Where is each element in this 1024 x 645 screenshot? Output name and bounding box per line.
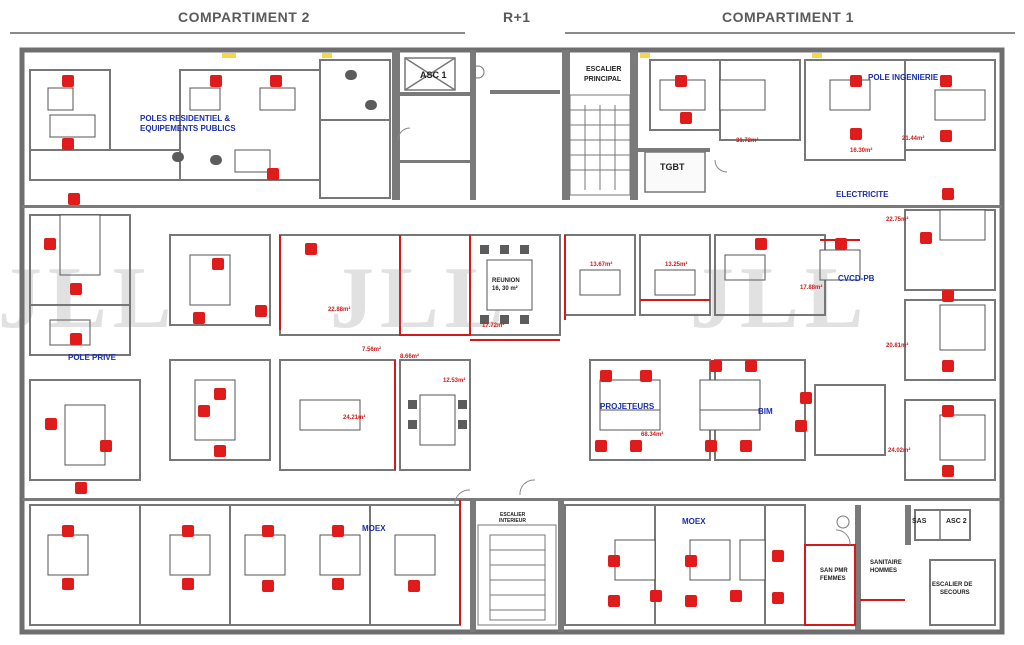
area-label: 21.44m²	[902, 136, 925, 142]
room-sanitaire-1: SANITAIRE	[870, 560, 902, 566]
floor-title: R+1	[503, 9, 531, 25]
zone-pole-prive: POLE PRIVE	[68, 353, 117, 362]
area-label: 17.72m²	[482, 323, 505, 329]
watermark-center: JLL	[330, 250, 510, 347]
red-chairs	[44, 75, 954, 607]
zone-equipements-publics: EQUIPEMENTS PUBLICS	[140, 124, 236, 133]
zone-projeteurs: PROJETEURS	[600, 402, 655, 411]
zone-pole-ingenierie: POLE INGENIERIE	[868, 73, 939, 82]
elevator-asc1	[404, 57, 456, 91]
room-sanitaire-2: HOMMES	[870, 568, 897, 574]
area-label: 7.56m²	[362, 347, 382, 353]
zone-moex-right: MOEX	[682, 517, 706, 526]
compartment-1-title: COMPARTIMENT 1	[722, 9, 854, 25]
area-label: 20.81m²	[886, 343, 909, 349]
header-rule-right	[565, 32, 1015, 34]
tgbt-room	[644, 151, 706, 193]
area-label: 24.21m²	[343, 415, 366, 421]
area-label: 13.67m²	[590, 262, 613, 268]
zone-cvcd-pb: CVCD-PB	[838, 274, 875, 283]
header-rule-left	[10, 32, 465, 34]
room-escalier-secours-1: ESCALIER DE	[932, 582, 973, 588]
area-label: 31.72m²	[736, 138, 759, 144]
area-label: 22.88m²	[328, 307, 351, 313]
grey-chairs	[172, 70, 529, 429]
meeting-tables	[299, 259, 533, 446]
zone-poles-residentiel: POLES RESIDENTIEL &	[140, 114, 231, 123]
area-label: 16.30m²	[850, 148, 873, 154]
watermark-left: JLL	[0, 250, 178, 347]
watermark-right: JLL	[690, 250, 870, 347]
room-san-pmr-1: SAN PMR	[820, 568, 848, 574]
area-label: 12.53m²	[443, 378, 466, 384]
window-lights	[222, 53, 822, 58]
room-asc1: ASC 1	[420, 70, 447, 80]
room-asc2: ASC 2	[946, 518, 967, 525]
room-escalier-secours-2: SECOURS	[940, 590, 970, 596]
plan-header: COMPARTIMENT 2 R+1 COMPARTIMENT 1	[0, 0, 1024, 40]
accessibility-icons	[471, 65, 850, 529]
room-escalier-interieur-1: ESCALIER	[500, 512, 526, 518]
red-partitions	[279, 235, 905, 626]
room-reunion-1: REUNION	[492, 278, 520, 284]
interior-staircase	[477, 524, 557, 626]
area-label: 8.66m²	[400, 354, 420, 360]
room-reunion-2: 16, 30 m²	[492, 286, 518, 292]
compartment-2-title: COMPARTIMENT 2	[178, 9, 310, 25]
area-label: 17.88m²	[800, 285, 823, 291]
area-label: 22.75m²	[886, 217, 909, 223]
area-label: 68.34m²	[641, 432, 664, 438]
room-escalier-principal-1: ESCALIER	[586, 66, 622, 73]
area-label: 24.02m²	[888, 448, 911, 454]
zone-bim: BIM	[758, 407, 773, 416]
room-escalier-principal-2: PRINCIPAL	[584, 76, 622, 83]
zone-electricite: ELECTRICITE	[836, 190, 889, 199]
room-sas: SAS	[912, 518, 927, 525]
outer-walls	[19, 47, 1005, 635]
core-walls	[22, 50, 1002, 632]
elevator-asc2	[939, 509, 971, 541]
room-escalier-interieur-2: INTERIEUR	[499, 518, 526, 524]
zone-moex-left: MOEX	[362, 524, 386, 533]
area-label: 13.25m²	[665, 262, 688, 268]
room-san-pmr-2: FEMMES	[820, 576, 846, 582]
room-tgbt: TGBT	[660, 162, 685, 172]
door-swings	[397, 127, 851, 546]
main-staircase	[569, 94, 631, 196]
